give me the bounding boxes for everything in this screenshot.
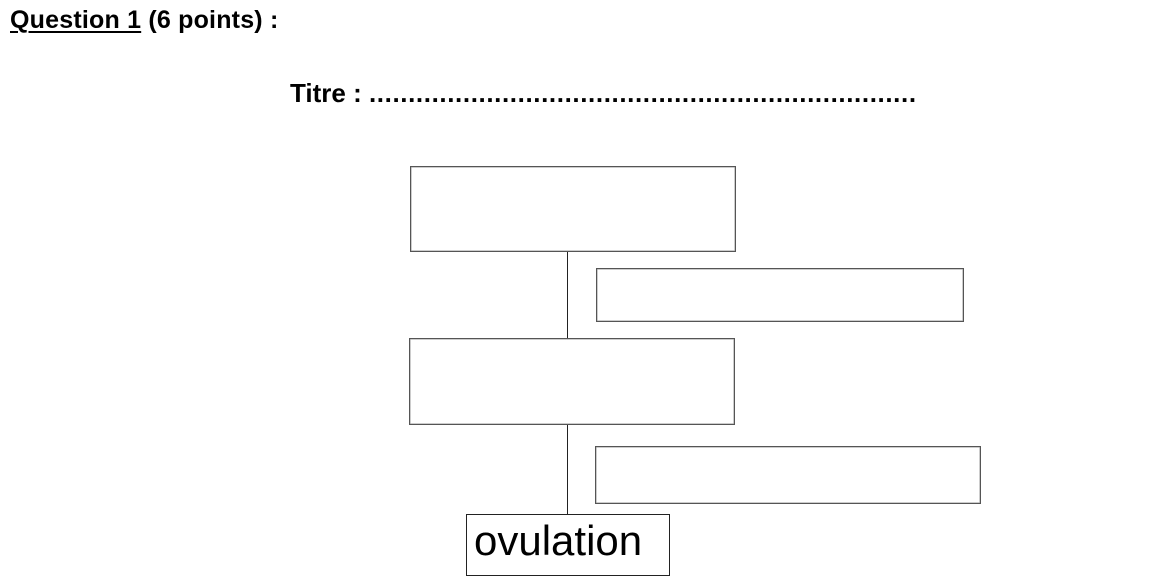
- question-number: Question 1: [10, 6, 142, 34]
- diagram-box-top[interactable]: [410, 166, 736, 252]
- connector-line-1: [567, 252, 568, 340]
- diagram-box-side-1[interactable]: [596, 268, 964, 322]
- question-points: (6 points) :: [141, 6, 279, 34]
- title-line: Titre : ................................…: [290, 78, 917, 109]
- diagram-box-middle[interactable]: [409, 338, 735, 425]
- ovulation-label-box: ovulation: [466, 514, 670, 576]
- question-heading: Question 1 (6 points) :: [10, 6, 279, 35]
- title-answer-dots[interactable]: ........................................…: [368, 78, 917, 108]
- title-label: Titre :: [290, 78, 369, 108]
- connector-line-2: [567, 425, 568, 515]
- diagram-box-side-2[interactable]: [595, 446, 981, 504]
